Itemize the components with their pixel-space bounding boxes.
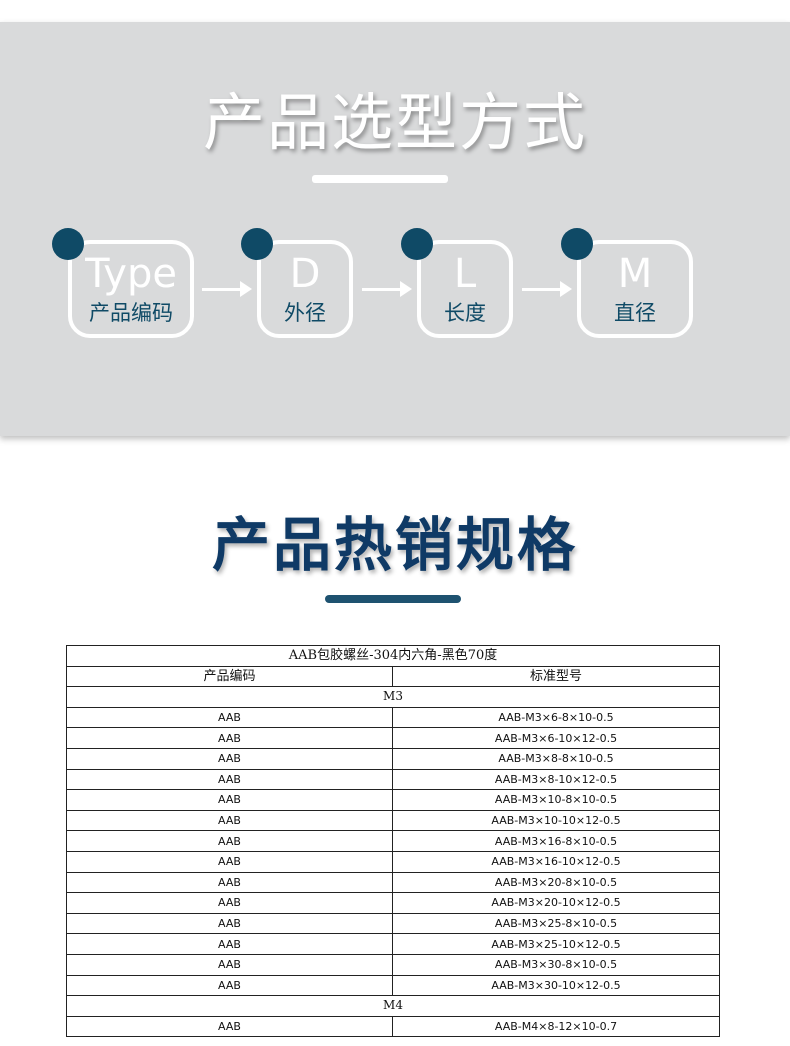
title-underline: [312, 175, 448, 183]
step-diameter: D 外径: [241, 228, 353, 338]
group-row: M4: [65, 995, 721, 1017]
cell-model: AAB-M3×30-8×10-0.5: [391, 953, 721, 976]
step-code: D: [289, 251, 321, 297]
cell-model: AAB-M3×20-8×10-0.5: [391, 871, 721, 894]
step-code: L: [453, 251, 477, 297]
cell-code: AAB: [66, 1015, 393, 1038]
cell-model: AAB-M3×16-8×10-0.5: [391, 830, 721, 852]
cell-code: AAB: [66, 871, 393, 894]
cell-model: AAB-M3×30-10×12-0.5: [391, 974, 721, 997]
cell-code: AAB: [66, 850, 393, 873]
step-label: 直径: [614, 301, 656, 325]
arrow-icon: [362, 281, 412, 297]
step-label: 产品编码: [89, 301, 173, 325]
step-length: L 长度: [401, 228, 513, 338]
table-header-row: 产品编码 标准型号: [66, 665, 721, 688]
selection-panel: 产品选型方式: [0, 22, 790, 436]
cell-code: AAB: [66, 830, 393, 852]
cell-model: AAB-M3×8-10×12-0.5: [391, 768, 721, 791]
cell-code: AAB: [66, 892, 393, 914]
group-label: M4: [65, 995, 721, 1017]
step-label: 外径: [284, 301, 326, 325]
cell-code: AAB: [66, 809, 393, 832]
cell-code: AAB: [66, 747, 393, 770]
step-code: Type: [85, 251, 177, 297]
step-dot: [241, 228, 273, 260]
cell-code: AAB: [66, 912, 393, 935]
cell-model: AAB-M3×6-8×10-0.5: [391, 706, 721, 729]
table-caption: AAB包胶螺丝-304内六角-黑色70度: [65, 645, 721, 667]
step-label: 长度: [444, 301, 486, 325]
step-dot: [401, 228, 433, 260]
cell-code: AAB: [66, 706, 393, 729]
cell-code: AAB: [66, 768, 393, 791]
step-dot: [52, 228, 84, 260]
cell-model: AAB-M3×25-8×10-0.5: [391, 912, 721, 935]
cell-model: AAB-M3×25-10×12-0.5: [391, 933, 721, 955]
selection-title: 产品选型方式: [202, 86, 587, 159]
hot-specs-title: 产品热销规格: [211, 511, 578, 579]
cell-code: AAB: [66, 953, 393, 976]
step-dot: [561, 228, 593, 260]
step-type: Type 产品编码: [52, 228, 194, 338]
group-row: M3: [65, 686, 721, 708]
cell-model: AAB-M3×20-10×12-0.5: [391, 892, 721, 914]
cell-code: AAB: [66, 933, 393, 955]
cell-model: AAB-M3×10-8×10-0.5: [391, 789, 721, 811]
cell-code: AAB: [66, 789, 393, 811]
cell-model: AAB-M3×8-8×10-0.5: [391, 747, 721, 770]
header-code: 产品编码: [66, 665, 393, 688]
cell-code: AAB: [66, 727, 393, 749]
cell-model: AAB-M3×10-10×12-0.5: [391, 809, 721, 832]
table-caption-row: AAB包胶螺丝-304内六角-黑色70度: [65, 645, 721, 667]
group-label: M3: [65, 686, 721, 708]
arrow-icon: [522, 281, 572, 297]
cell-model: AAB-M3×16-10×12-0.5: [391, 850, 721, 873]
cell-model: AAB-M3×6-10×12-0.5: [391, 727, 721, 749]
header-model: 标准型号: [391, 665, 721, 688]
hot-title-underline: [325, 595, 461, 603]
arrow-icon: [202, 281, 252, 297]
cell-code: AAB: [66, 974, 393, 997]
step-thread: M 直径: [561, 228, 693, 338]
cell-model: AAB-M4×8-12×10-0.7: [391, 1015, 721, 1038]
step-code: M: [617, 251, 653, 297]
